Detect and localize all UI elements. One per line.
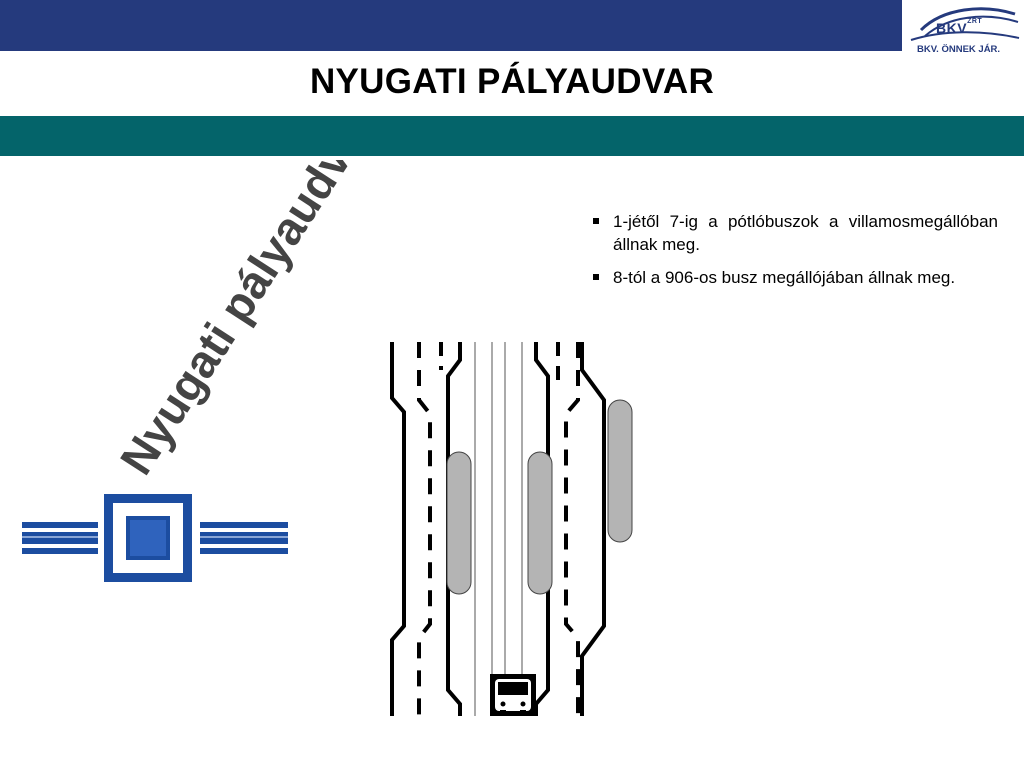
list-item: 1-jétől 7-ig a pótlóbuszok a villamosmeg…	[593, 210, 998, 256]
logo-wordmark: BKVZRT	[936, 18, 983, 36]
rail-line-left	[22, 522, 98, 554]
tram-platform-left	[446, 451, 472, 595]
logo-slogan: BKV. ÖNNEK JÁR.	[917, 44, 1001, 55]
bullet-square-icon	[593, 274, 599, 280]
tram-platform-right	[527, 451, 553, 595]
header-band	[0, 0, 902, 51]
logo-swoosh-icon	[910, 7, 1020, 41]
page-title: NYUGATI PÁLYAUDVAR	[309, 62, 715, 101]
rail-line-right	[200, 522, 288, 554]
teal-band	[0, 116, 1024, 156]
bkv-logo: BKVZRT BKV. ÖNNEK JÁR.	[903, 0, 1024, 62]
bus-stop-icon	[490, 674, 536, 716]
station-label: Nyugati pályaudvar	[110, 160, 385, 483]
bullet-square-icon	[593, 218, 599, 224]
station-square-icon	[104, 494, 192, 582]
info-list: 1-jétől 7-ig a pótlóbuszok a villamosmeg…	[593, 210, 998, 299]
station-map: Nyugati pályaudvar	[22, 160, 633, 716]
list-item: 8-tól a 906-os busz megállójában állnak …	[593, 266, 998, 289]
bus-platform	[607, 399, 633, 543]
road-diagram	[390, 342, 606, 716]
